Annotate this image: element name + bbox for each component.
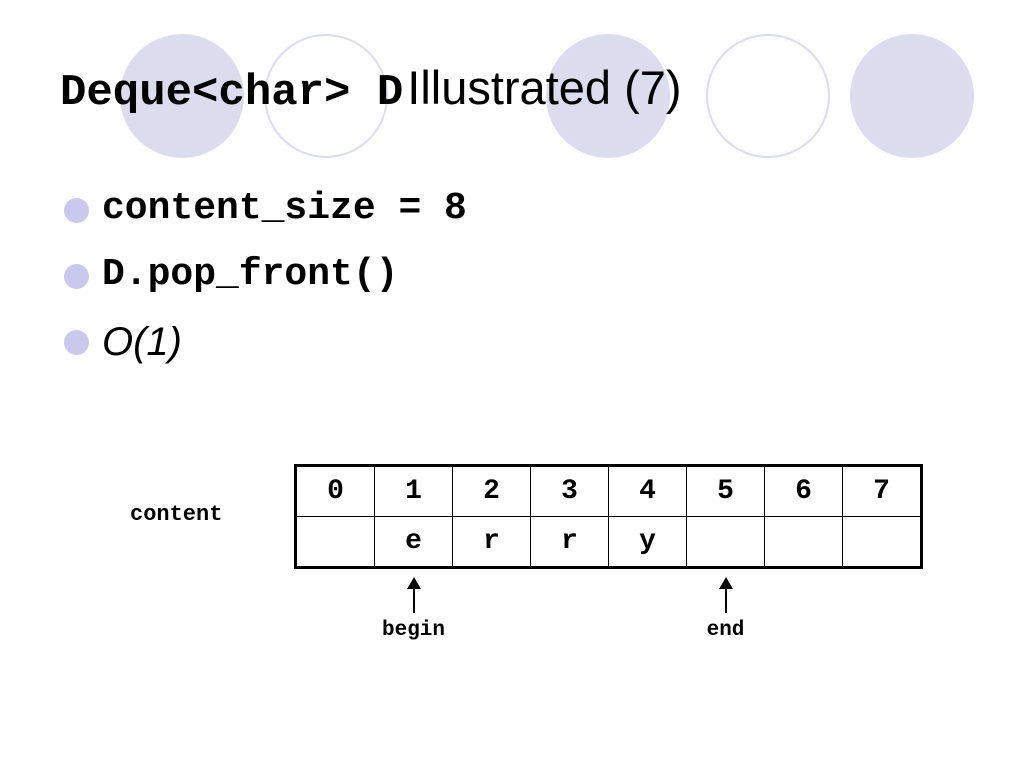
- index-cell: 7: [842, 465, 922, 517]
- value-cell: r: [452, 516, 531, 568]
- begin-pointer: begin: [364, 577, 464, 642]
- begin-label: begin: [381, 619, 445, 642]
- title-code: Deque<char> D: [60, 68, 404, 118]
- up-arrow-icon: [406, 577, 421, 613]
- value-cell: e: [374, 516, 453, 568]
- bullet-text: D.pop_front(): [102, 253, 399, 296]
- index-cell: 4: [608, 465, 687, 517]
- decor-ring-1: [264, 34, 388, 158]
- end-pointer: end: [676, 577, 776, 642]
- value-cell: r: [530, 516, 609, 568]
- value-row: e r r y: [295, 516, 922, 568]
- decor-circle-1: [120, 34, 244, 158]
- bullet-dot: [64, 330, 89, 355]
- index-cell: 0: [295, 465, 375, 517]
- decor-ring-2: [706, 34, 830, 158]
- bullet-list: content_size = 8 D.pop_front() O(1): [64, 186, 467, 384]
- value-cell: [295, 516, 375, 568]
- decor-circle-3: [850, 34, 974, 158]
- value-cell: [686, 516, 765, 568]
- value-cell: [764, 516, 843, 568]
- index-cell: 1: [374, 465, 453, 517]
- bullet-item: content_size = 8: [64, 186, 467, 252]
- index-cell: 2: [452, 465, 531, 517]
- index-row: 0 1 2 3 4 5 6 7: [295, 465, 922, 517]
- index-cell: 3: [530, 465, 609, 517]
- bullet-dot: [64, 264, 89, 289]
- bullet-item: O(1): [64, 318, 467, 384]
- array-table: 0 1 2 3 4 5 6 7 e r r y: [294, 464, 923, 569]
- end-label: end: [706, 619, 745, 642]
- value-cell: y: [608, 516, 687, 568]
- value-cell: [842, 516, 922, 568]
- title-text: Illustrated (7): [407, 61, 682, 114]
- array-label: content: [130, 502, 223, 527]
- index-cell: 6: [764, 465, 843, 517]
- slide-title: Deque<char> DIllustrated (7): [60, 64, 682, 115]
- decor-circle-2: [546, 34, 670, 158]
- bullet-text: content_size = 8: [102, 187, 467, 230]
- bullet-item: D.pop_front(): [64, 252, 467, 318]
- bullet-text: O(1): [102, 320, 182, 364]
- index-cell: 5: [686, 465, 765, 517]
- up-arrow-icon: [718, 577, 733, 613]
- bullet-dot: [64, 198, 89, 223]
